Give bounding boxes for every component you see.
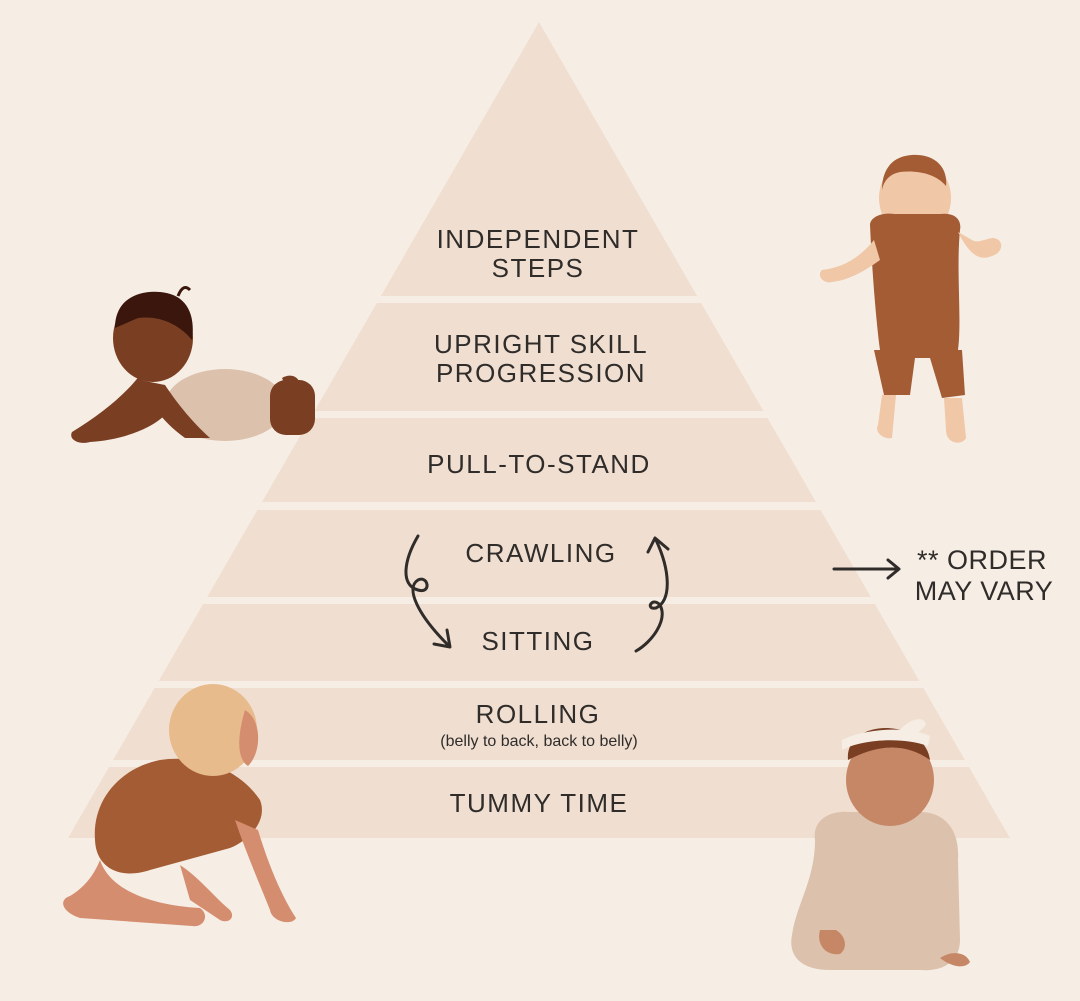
- tier-label: CRAWLING: [465, 538, 616, 568]
- right-arrow-icon: [832, 558, 901, 580]
- tier-rolling: ROLLING (belly to back, back to belly): [440, 699, 637, 750]
- pyramid: [68, 22, 1010, 838]
- tier-band-independent-steps: [380, 22, 698, 296]
- tier-label-line-1: INDEPENDENT: [437, 224, 640, 254]
- arrow-up-curve: [634, 538, 669, 653]
- tier-label-line-2: STEPS: [492, 253, 585, 283]
- baby-sitting-illustration: [791, 719, 970, 971]
- note-line-1: ** ORDER: [917, 545, 1047, 575]
- tier-band-tummy-time: [68, 767, 1010, 838]
- tier-band-pull-to-stand: [261, 418, 817, 502]
- baby-tummy-time-illustration: [71, 286, 315, 443]
- tier-label: SITTING: [481, 626, 594, 656]
- tier-band-rolling: [113, 688, 965, 760]
- tier-sitting: SITTING: [481, 626, 594, 656]
- tier-label: ROLLING: [476, 699, 601, 729]
- tier-label: TUMMY TIME: [450, 788, 629, 818]
- tier-label: PULL-TO-STAND: [427, 449, 651, 479]
- arrow-up-head: [646, 536, 670, 554]
- baby-standing-illustration: [819, 154, 1002, 443]
- note-line-2: MAY VARY: [915, 576, 1054, 606]
- tier-sublabel: (belly to back, back to belly): [440, 733, 637, 750]
- tier-band-upright-skill-progression: [314, 303, 764, 411]
- tier-independent-steps: INDEPENDENT STEPS: [437, 224, 640, 283]
- arrow-down-head: [432, 628, 452, 649]
- tier-band-crawling: [207, 510, 871, 597]
- tier-label-line-2: PROGRESSION: [436, 358, 646, 388]
- tier-label-line-1: UPRIGHT SKILL: [434, 329, 648, 359]
- order-note: ** ORDER MAY VARY: [832, 545, 1054, 606]
- tier-band-sitting: [158, 604, 920, 681]
- tier-upright-skill-progression: UPRIGHT SKILL PROGRESSION: [434, 329, 648, 388]
- tier-crawling: CRAWLING: [465, 538, 616, 568]
- baby-crawling-illustration: [63, 684, 296, 927]
- tier-tummy-time: TUMMY TIME: [450, 788, 629, 818]
- arrow-down-curve: [404, 534, 450, 647]
- cycle-arrows: [404, 534, 670, 653]
- tier-pull-to-stand: PULL-TO-STAND: [427, 449, 651, 479]
